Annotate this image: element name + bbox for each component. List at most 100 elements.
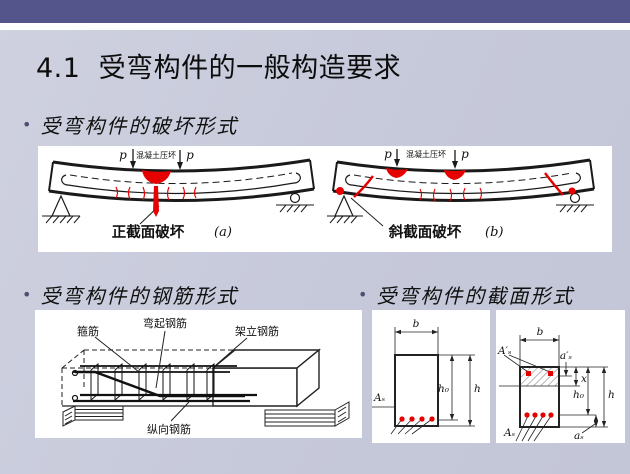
stirrup-label: 箍筋 xyxy=(77,324,99,338)
neutral-axis-dashed xyxy=(353,172,573,185)
ground-hatch xyxy=(42,215,81,224)
as-top-label: a′ₛ xyxy=(560,350,573,362)
rebar-3d-diagram: 箍筋 弯起钢筋 架立钢筋 纵向钢筋 xyxy=(61,316,350,436)
vertical-cracks xyxy=(419,187,483,202)
extension-lines xyxy=(519,335,608,428)
crush-text: 混凝土压坏 xyxy=(136,150,176,160)
crush-and-cracks-b xyxy=(336,168,576,202)
load-label-left: p xyxy=(119,148,127,162)
rebar-line xyxy=(351,182,575,195)
pin-support-icon xyxy=(334,194,354,217)
bent-up-label: 弯起钢筋 xyxy=(143,316,187,330)
beam-top-edge xyxy=(52,158,311,173)
concrete-crush-zone xyxy=(142,170,171,184)
load-arrowheads xyxy=(130,161,183,170)
vertical-dim-lines xyxy=(565,362,605,427)
bullet-rebar-forms-label: 受弯构件的钢筋形式 xyxy=(40,284,239,308)
load-arrowheads xyxy=(394,159,458,169)
normal-section-failure-diagram: p p 混凝土压坏 正截面破坏 (a) xyxy=(42,148,315,241)
header-divider xyxy=(0,23,630,30)
b-label: b xyxy=(413,318,420,330)
As-top-label: A′ₛ xyxy=(497,345,512,357)
stirrup-loops xyxy=(90,362,215,401)
ground-hatch xyxy=(556,204,594,213)
longitudinal-label: 纵向钢筋 xyxy=(147,422,191,436)
load-label-right: p xyxy=(461,147,469,161)
section-single-linework xyxy=(372,327,475,435)
As-top-leaders xyxy=(503,354,551,373)
crush-patch-right xyxy=(444,170,466,180)
caption-leader-line xyxy=(350,197,384,227)
label-leaders xyxy=(94,330,248,422)
diagonal-cracks xyxy=(353,172,564,198)
bullet-icon: • xyxy=(22,284,32,304)
bar-hook xyxy=(71,394,79,402)
load-label-right: p xyxy=(186,148,194,162)
tension-bars xyxy=(524,412,554,418)
erection-label: 架立钢筋 xyxy=(235,324,279,338)
neutral-axis-dashed xyxy=(69,172,293,185)
beam-bottom-edge xyxy=(48,187,315,203)
compression-zone-hatch xyxy=(520,367,559,386)
bullet-section-forms-label: 受弯构件的截面形式 xyxy=(376,284,575,308)
shear-crush-left xyxy=(336,187,344,195)
ground-hatch xyxy=(327,215,363,224)
section-single-panel: b h₀ h Aₛ xyxy=(372,310,490,443)
as-bottom-label: aₛ xyxy=(574,430,584,442)
bullet-failure-forms: • 受弯构件的破坏形式 xyxy=(22,110,238,139)
rebar-3d-panel: 箍筋 弯起钢筋 架立钢筋 纵向钢筋 xyxy=(35,310,362,438)
As-label: Aₛ xyxy=(373,392,386,404)
rebar-cage xyxy=(71,362,257,403)
section-double-diagram: b A′ₛ a′ₛ x h₀ h Aₛ aₛ xyxy=(497,326,615,442)
crush-text: 混凝土压坏 xyxy=(406,149,446,159)
beam-end-caps xyxy=(48,159,315,192)
tag-a: (a) xyxy=(214,225,232,240)
compression-bars xyxy=(526,371,553,376)
erection-bars xyxy=(73,365,237,373)
crush-and-cracks-a xyxy=(115,170,197,217)
section-outline xyxy=(394,354,439,427)
tension-bars xyxy=(399,416,435,422)
header-bar xyxy=(0,0,630,23)
inclined-section-failure-diagram: p p 混凝土压坏 斜截面破坏 (b) xyxy=(327,147,595,241)
extension-lines xyxy=(394,327,475,427)
bar-hook xyxy=(71,369,79,377)
as-leader xyxy=(581,423,596,434)
height-dim-lines xyxy=(451,355,471,426)
beam-bottom-edge xyxy=(332,187,595,203)
bullet-icon: • xyxy=(358,284,368,304)
h0-label: h₀ xyxy=(438,383,450,395)
shear-crush-right xyxy=(568,187,576,195)
section-double-panel: b A′ₛ a′ₛ x h₀ h Aₛ aₛ xyxy=(496,310,625,443)
crush-patch-left xyxy=(386,168,408,178)
beam-a-linework xyxy=(42,149,315,225)
rebar-line xyxy=(67,182,295,195)
leader-lines xyxy=(94,330,248,422)
beam-top-edge xyxy=(336,158,591,173)
right-support-stack xyxy=(264,409,336,427)
As-leader-lines xyxy=(372,406,433,435)
caption-a: 正截面破坏 xyxy=(112,223,185,241)
roller-support-icon xyxy=(289,192,301,204)
bent-up-bar xyxy=(75,370,245,398)
supports-3d xyxy=(62,401,350,427)
rebar-hooks xyxy=(61,172,301,186)
caption-b: 斜截面破坏 xyxy=(388,223,462,241)
h-label: h xyxy=(608,389,615,401)
h-label: h xyxy=(474,383,481,395)
bullet-rebar-forms: • 受弯构件的钢筋形式 xyxy=(22,280,238,309)
bullet-failure-forms-label: 受弯构件的破坏形式 xyxy=(40,114,239,138)
roller-support-icon xyxy=(569,192,581,204)
page-title: 4.1 受弯构件的一般构造要求 xyxy=(36,53,402,84)
left-support-hatch xyxy=(62,405,76,427)
x-label: x xyxy=(581,373,587,385)
vertical-cracks xyxy=(115,186,197,201)
tag-b: (b) xyxy=(485,225,503,240)
beam-end-caps xyxy=(332,159,595,192)
b-label: b xyxy=(537,326,544,338)
h0-label: h₀ xyxy=(573,389,585,401)
load-arrow-shafts xyxy=(396,149,456,162)
left-support-stack xyxy=(74,405,124,421)
bullet-section-forms: • 受弯构件的截面形式 xyxy=(358,280,574,309)
